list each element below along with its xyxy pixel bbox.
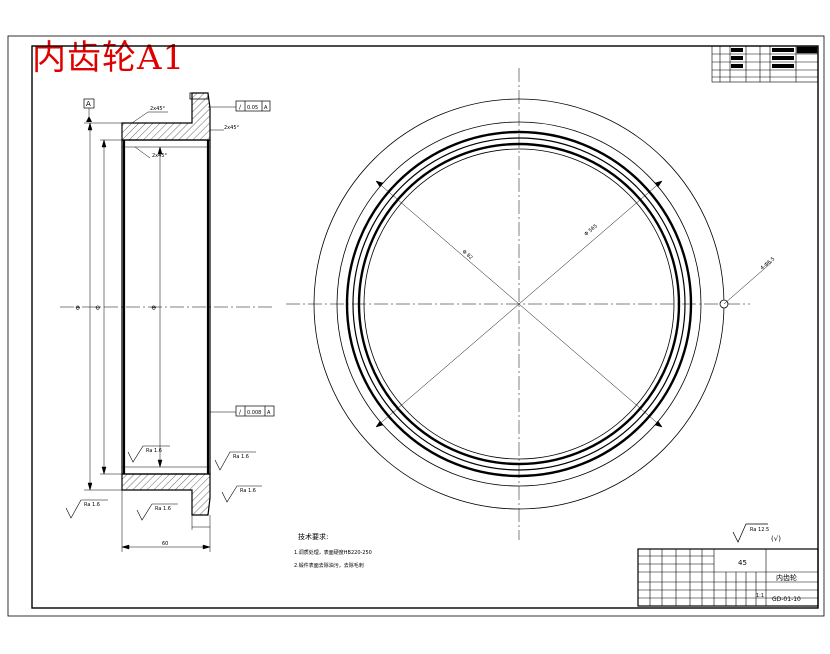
top-rim-section: [121, 92, 211, 516]
ra-mark-2: Ra 1.6: [233, 454, 249, 460]
hole-dim: 4-Φ6.5: [759, 256, 776, 271]
inner-circle: [363, 148, 675, 460]
chamfer-side-label: 2x45°: [224, 125, 240, 131]
technical-notes: 技术要求: 1.调质处理，表面硬度HB220-250 2.锻件表面去除油污，去除…: [294, 532, 372, 569]
chamfer-inner-label: 2x45°: [152, 153, 168, 159]
general-surface-finish: Ra 12.5 (√): [732, 523, 781, 543]
gear-body-outline: [121, 139, 211, 475]
root-diameter-dim: Φ: [151, 305, 158, 310]
width-dim: 60: [162, 541, 168, 547]
note-1: 1.调质处理，表面硬度HB220-250: [294, 549, 372, 556]
gtol-frame-top: ∕ 0.05 A: [208, 100, 271, 112]
root-circle: [357, 142, 681, 466]
svg-text:A: A: [264, 105, 268, 111]
drawing-title: 内齿轮A1: [32, 38, 186, 78]
svg-text:Ra 12.5: Ra 12.5: [750, 527, 769, 533]
svg-text:0.05: 0.05: [247, 105, 258, 111]
front-view: Φ 82 Φ 565 4-Φ6.5: [286, 68, 776, 540]
rim-circle-2: [352, 137, 686, 471]
material-label: 45: [738, 559, 747, 567]
note-2: 2.锻件表面去除油污，去除毛刺: [294, 562, 364, 569]
datum-a-label: A: [86, 100, 91, 108]
outer-diameter-dim: Φ: [75, 305, 82, 310]
pitch-circle: [336, 121, 702, 487]
svg-text:∕: ∕: [239, 104, 242, 111]
svg-text:0.008: 0.008: [247, 410, 261, 416]
notes-heading: 技术要求:: [298, 532, 328, 541]
revision-table: [711, 45, 819, 83]
ra-mark-1: Ra 1.6: [146, 448, 162, 454]
title-block: [637, 548, 819, 607]
scale-label: 1:1: [756, 593, 764, 599]
svg-text:A: A: [267, 410, 271, 416]
rim-circle-1: [345, 130, 693, 478]
inner-frame: [31, 45, 819, 609]
chamfer-top-label: 2x45°: [150, 106, 166, 112]
gtol-frame-bottom: ∕ 0.008 A: [210, 405, 275, 417]
svg-text:(√): (√): [771, 535, 781, 543]
surface-finish-marks: [65, 445, 262, 521]
pitch-diameter-dim: Φ: [95, 305, 102, 310]
ra-mark-4: Ra 1.6: [155, 506, 171, 512]
svg-text:∕: ∕: [239, 409, 242, 416]
diameter-dim-2: Φ 565: [583, 223, 598, 237]
drawing-number: GD-01-10: [772, 596, 801, 603]
section-view: Φ Φ Φ A 2x45° 2x45° 2x45° ∕ 0.05 A: [60, 92, 275, 552]
ra-mark-3: Ra 1.6: [84, 502, 100, 508]
ra-mark-5: Ra 1.6: [240, 488, 256, 494]
outer-frame: [7, 35, 825, 617]
part-name: 内齿轮: [776, 573, 797, 582]
